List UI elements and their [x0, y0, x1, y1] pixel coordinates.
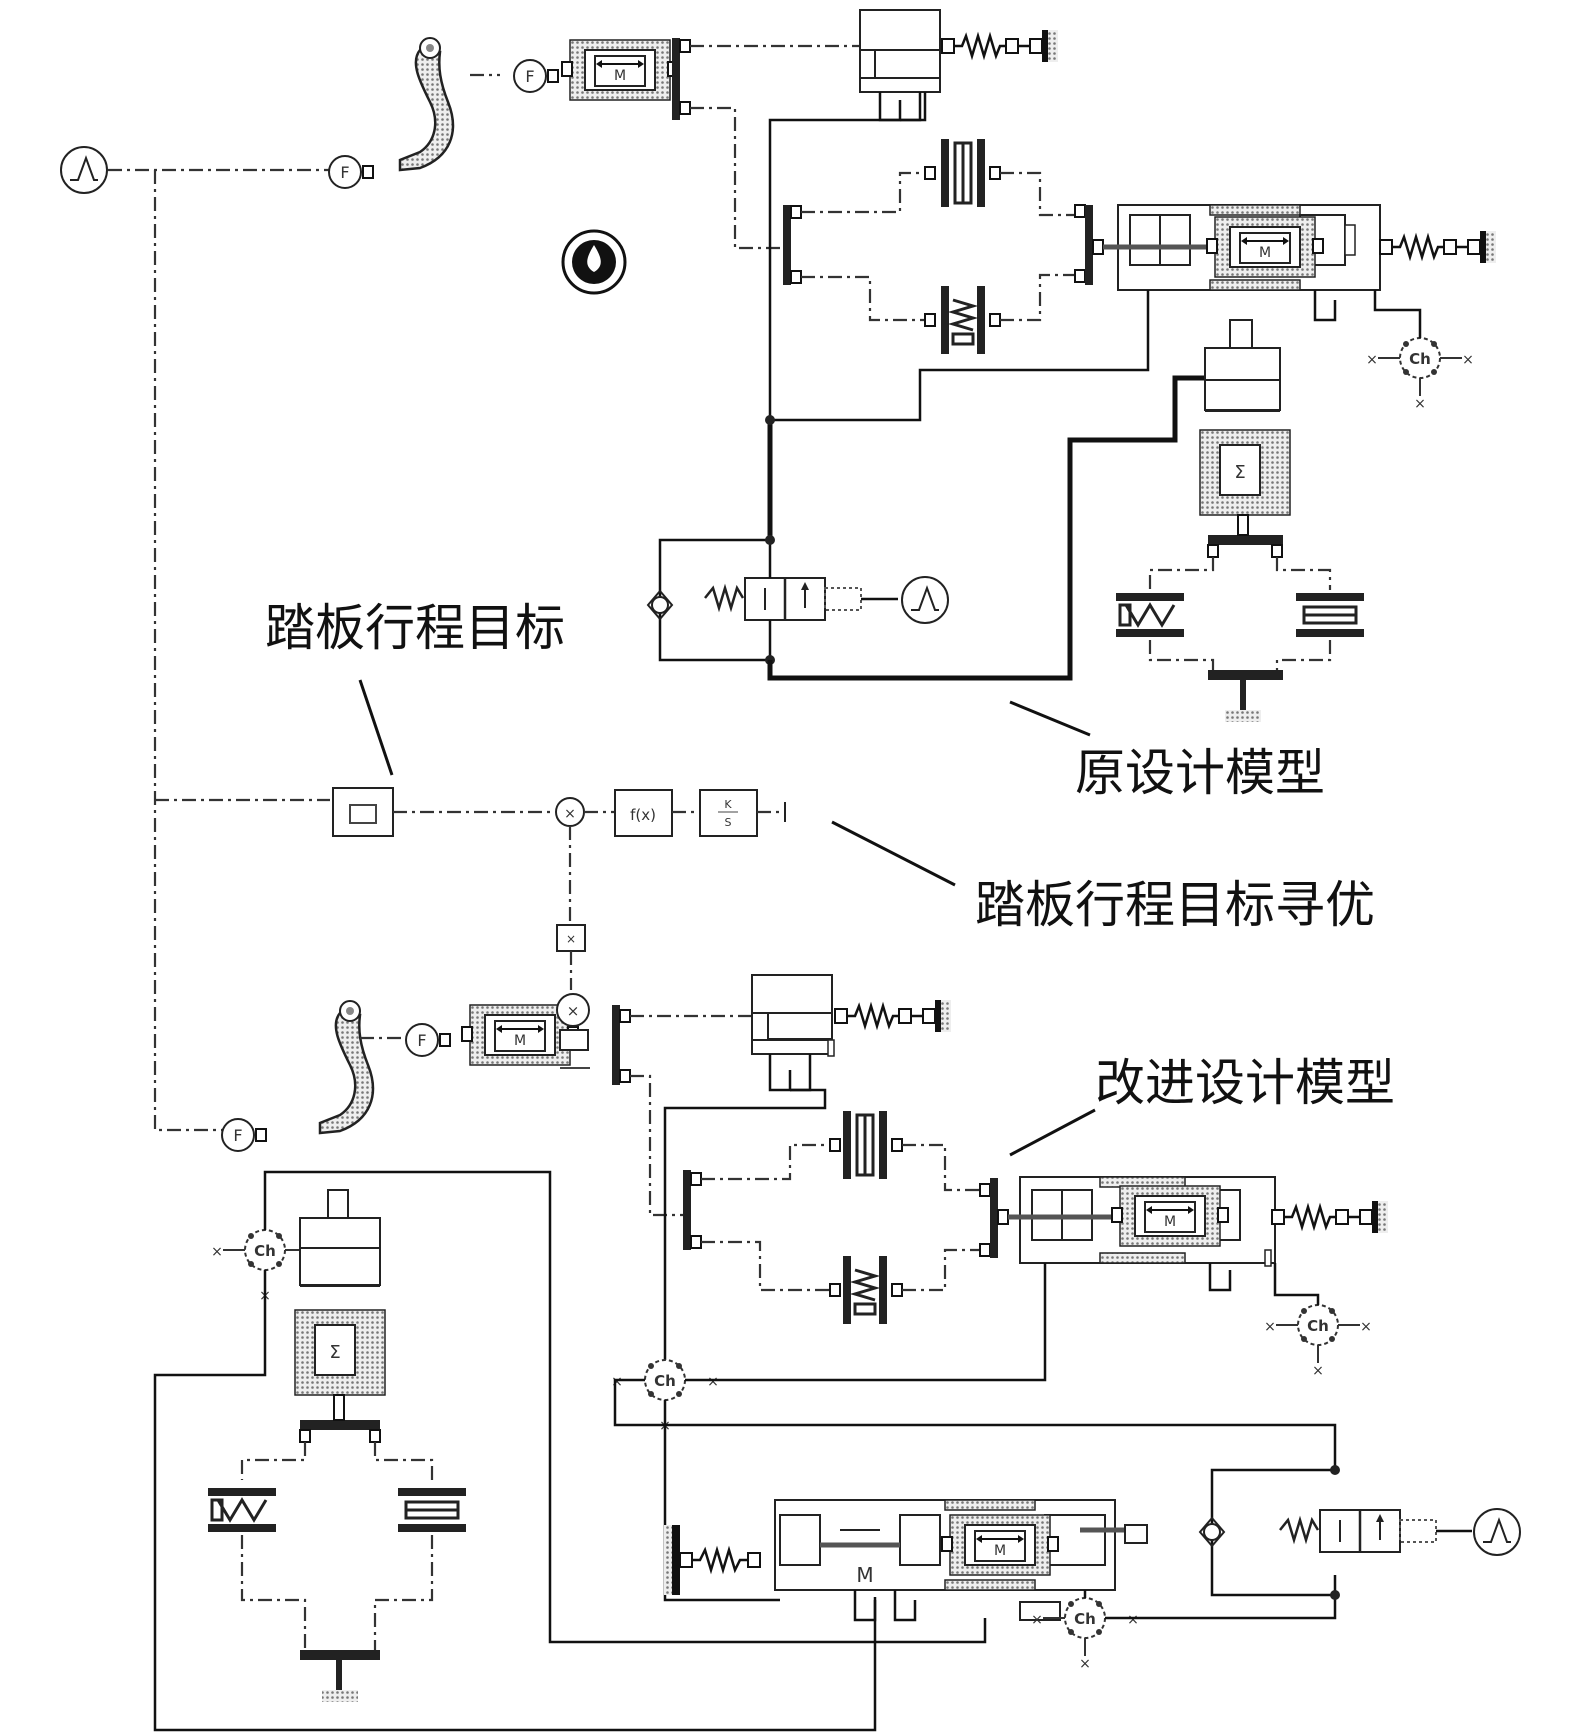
function-block	[614, 789, 673, 837]
leader-line	[1009, 1108, 1096, 1157]
master-cylinder-bottom	[751, 974, 835, 1092]
spring-ground-icon	[940, 28, 1060, 64]
force-source-icon	[405, 1023, 451, 1057]
signal-line	[1000, 273, 1075, 322]
signal-line	[902, 1143, 980, 1192]
signal-line	[240, 1535, 307, 1650]
label-pedal-target-opt: 踏板行程目标寻优	[975, 876, 1375, 934]
wheel-cylinder-bottom: Σ	[294, 1189, 386, 1443]
damper-icon	[939, 137, 987, 209]
hydraulic-line	[613, 1378, 1337, 1470]
hydraulic-line	[663, 1088, 827, 1360]
label-original-model: 原设计模型	[1075, 744, 1325, 802]
node-bar	[683, 1170, 691, 1250]
spring-icon	[1114, 591, 1186, 639]
hydraulic-line	[153, 1270, 877, 1732]
gain-block	[556, 924, 586, 952]
svg-text:K: K	[724, 798, 732, 811]
valve-icon	[703, 576, 863, 622]
label-pedal-target: 踏板行程目标	[265, 599, 565, 657]
spring-icon	[939, 284, 987, 356]
signal-line	[701, 1240, 830, 1292]
chamber-icon	[1263, 1304, 1373, 1380]
hydraulic-line	[1210, 1468, 1335, 1597]
node-bar	[612, 1005, 620, 1085]
node-bar	[672, 38, 680, 120]
signal-generator-icon	[901, 576, 949, 624]
label-improved-model: 改进设计模型	[1095, 1054, 1395, 1112]
hydraulic-line	[663, 1400, 780, 1602]
signal-line	[801, 275, 925, 322]
signal-generator-icon	[60, 146, 108, 194]
improved-model-group: ×	[153, 974, 1521, 1732]
master-cylinder-top	[859, 9, 941, 122]
hydraulic-line	[770, 290, 1150, 422]
fluid-icon	[561, 229, 627, 295]
mass-block-icon	[941, 1514, 1059, 1576]
spring-icon	[841, 1254, 889, 1326]
spring-icon	[206, 1486, 278, 1534]
spring-ground-icon	[1378, 229, 1498, 265]
signal-line	[801, 171, 925, 214]
optimization-chain: × f(x) K S ×	[332, 787, 786, 990]
hydraulic-line	[1373, 290, 1422, 338]
signal-line	[1275, 557, 1332, 590]
spring-ground-icon	[833, 998, 953, 1034]
hydraulic-line	[263, 1170, 987, 1644]
pedal-icon	[398, 36, 455, 172]
leader-line	[358, 679, 394, 776]
signal-line	[902, 1248, 980, 1292]
signal-line	[373, 1535, 434, 1650]
wheel-cylinder-top: Σ	[1199, 319, 1291, 558]
annotations: 踏板行程目标 原设计模型 踏板行程目标寻优 改进设计模型	[265, 599, 1395, 1157]
signal-line	[1275, 640, 1332, 680]
leader-line	[1009, 700, 1091, 737]
sensor-icon	[556, 993, 590, 1027]
svg-text:×: ×	[564, 806, 576, 822]
hydraulic-line	[767, 375, 1205, 681]
hydraulic-line	[1105, 1575, 1337, 1620]
svg-text:M: M	[856, 1563, 873, 1587]
damper-icon	[396, 1486, 468, 1534]
pedal-icon	[318, 999, 375, 1135]
leader-line	[831, 820, 956, 887]
svg-text:f(x): f(x)	[630, 806, 656, 824]
signal-line	[701, 1143, 830, 1181]
signal-line	[1148, 640, 1215, 680]
valve-icon	[1278, 1508, 1438, 1554]
force-source-icon	[328, 155, 374, 189]
signal-line	[373, 1442, 434, 1480]
damper-icon	[1294, 591, 1366, 639]
svg-text:S: S	[725, 816, 732, 829]
force-source-icon	[221, 1118, 267, 1152]
svg-text:Σ: Σ	[329, 1342, 340, 1363]
signal-line	[690, 106, 790, 250]
node-bar	[1085, 205, 1093, 285]
hydraulic-line	[1273, 1263, 1320, 1305]
mass-block-icon	[561, 39, 679, 101]
node-bar	[990, 1178, 998, 1258]
svg-text:Σ: Σ	[1234, 462, 1245, 483]
chamber-icon	[1365, 337, 1475, 413]
signal-line	[240, 1442, 307, 1480]
svg-text:×: ×	[567, 1002, 580, 1020]
svg-text:×: ×	[566, 932, 576, 946]
mass-block-icon	[1111, 1185, 1229, 1247]
signal-line	[1000, 171, 1075, 217]
spring-ground-icon	[1270, 1199, 1390, 1235]
node-bar	[783, 205, 791, 285]
signal-line	[153, 170, 225, 1132]
signal-line	[630, 1074, 690, 1217]
integrator-block	[699, 789, 758, 837]
signal-generator-icon	[1473, 1508, 1521, 1556]
signal-line	[1148, 557, 1215, 590]
hydraulic-line	[768, 92, 927, 420]
original-model-group: Σ	[60, 9, 1498, 1132]
mass-block-icon	[1206, 216, 1324, 278]
force-source-icon	[513, 59, 559, 93]
damper-icon	[841, 1109, 889, 1181]
hydraulic-line	[685, 1263, 1047, 1382]
target-block	[332, 787, 394, 837]
